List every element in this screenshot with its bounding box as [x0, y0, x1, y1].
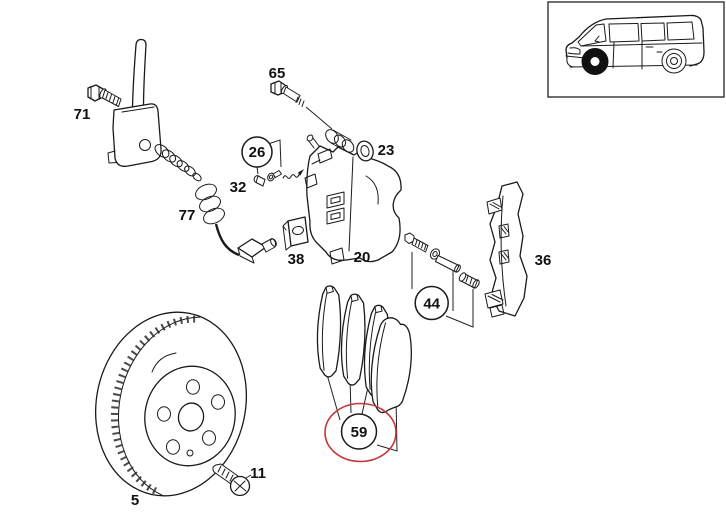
callout-23[interactable]: 23 [378, 142, 395, 159]
brake-pad-outer [370, 317, 412, 414]
part-drawing-brake-caliper [304, 129, 402, 265]
callout-44[interactable]: 44 [423, 296, 440, 313]
part-drawing-wheel-speed-sensor [107, 38, 277, 264]
callout-59-circle[interactable] [340, 413, 378, 450]
callout-59[interactable]: 59 [351, 424, 368, 441]
selection-highlight-ellipse [324, 402, 397, 463]
part-drawing-guide-bolt [270, 80, 333, 130]
part-drawing-retaining-screw [212, 463, 252, 497]
callout-11[interactable]: 11 [250, 465, 266, 482]
callout-26-circle[interactable] [241, 136, 273, 168]
part-drawing-carrier-bracket [484, 181, 528, 318]
brake-pad-inner-1 [316, 285, 342, 378]
callout-5[interactable]: 5 [131, 492, 139, 509]
part-drawing-seal-ring [356, 140, 374, 162]
part-drawing-sensor-bolt [87, 84, 122, 107]
brake-pad-inner-2 [340, 293, 366, 386]
bleed-screw-group [253, 139, 304, 187]
part-drawing-guide-pin-kit [404, 232, 480, 328]
callout-65[interactable]: 65 [269, 65, 286, 82]
lug-holes [157, 379, 225, 457]
callout-71[interactable]: 71 [74, 106, 91, 123]
callout-77[interactable]: 77 [179, 207, 196, 224]
callout-38[interactable]: 38 [288, 251, 305, 268]
callout-20[interactable]: 20 [354, 249, 371, 266]
callouts-layer: 71 77 65 26 32 23 38 20 44 36 59 11 5 [74, 65, 552, 509]
callout-32[interactable]: 32 [230, 179, 247, 196]
callout-36[interactable]: 36 [535, 252, 552, 269]
part-drawing-brake-disc [94, 311, 248, 497]
part-drawing-brake-pad-set [316, 285, 412, 452]
callout-44-circle[interactable] [414, 285, 449, 321]
part-drawing-retaining-clip [282, 216, 309, 251]
callout-26[interactable]: 26 [249, 144, 266, 161]
vehicle-box [547, 1, 725, 98]
van-side-view-icon [565, 14, 705, 75]
